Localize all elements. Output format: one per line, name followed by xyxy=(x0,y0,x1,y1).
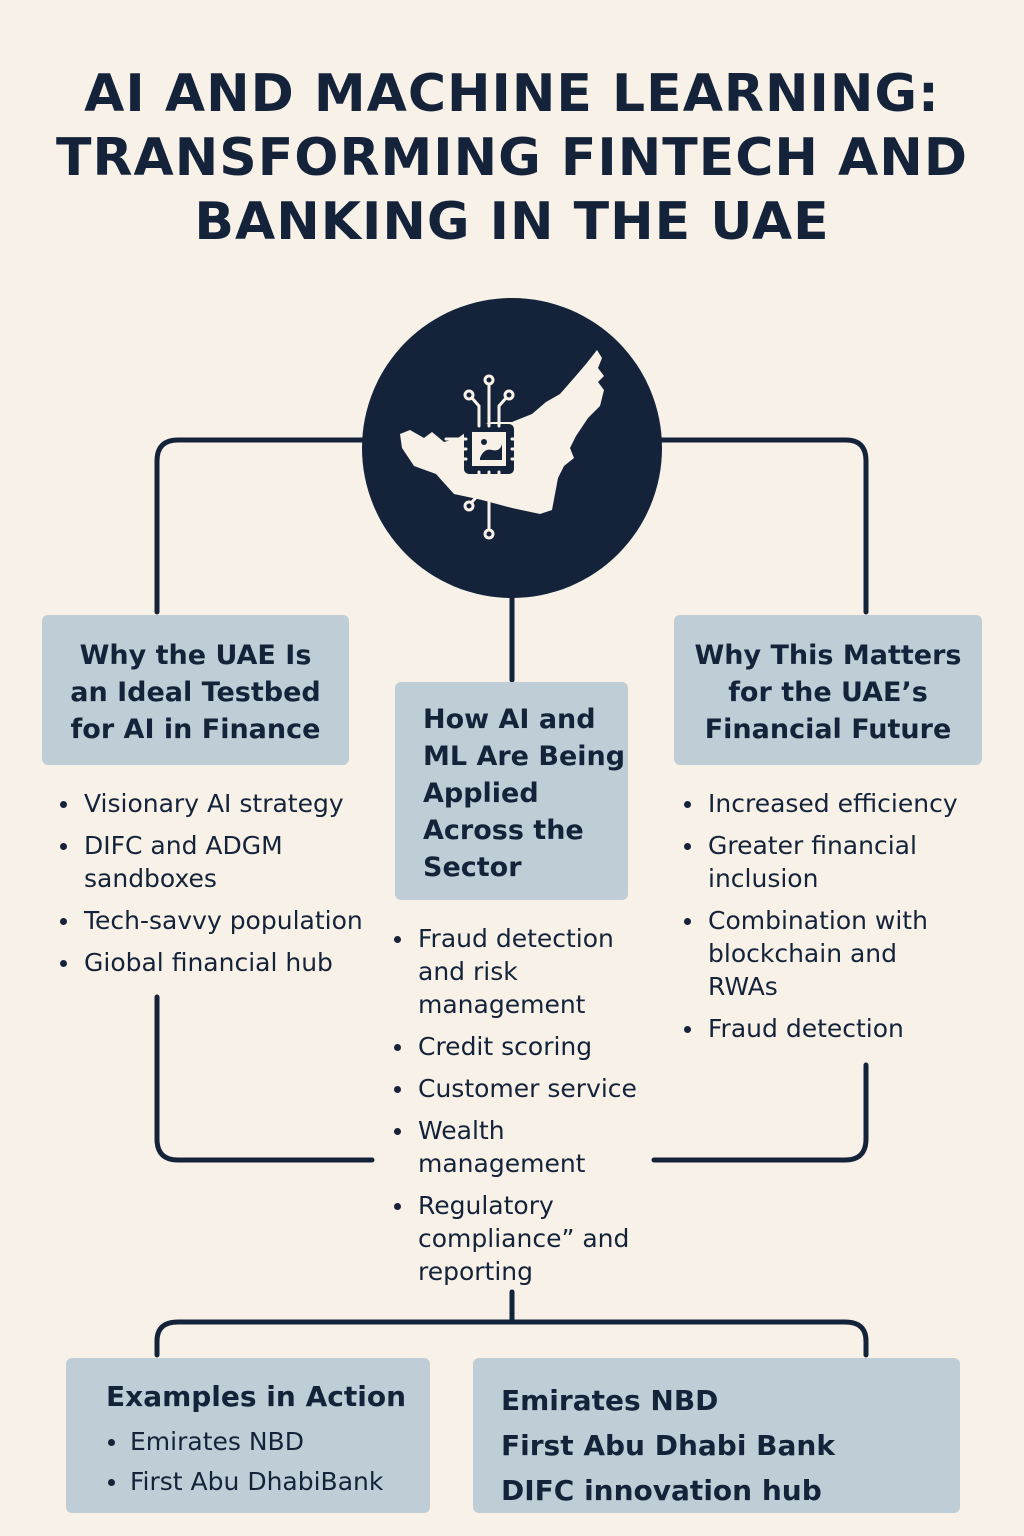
title-line-3: BANKING IN THE UAE xyxy=(194,192,830,252)
bullet-list-why-uae: Visionary AI strategy DIFC and ADGM sand… xyxy=(58,787,378,988)
connector-hub-to-left xyxy=(154,437,367,615)
list-item: Customer service xyxy=(392,1072,652,1105)
page-title: AI AND MACHINE LEARNING: TRANSFORMING FI… xyxy=(0,62,1024,254)
section-box-organizations: Emirates NBD First Abu Dhabi Bank DIFC i… xyxy=(473,1358,960,1513)
org-item: DIFC innovation hub xyxy=(501,1474,822,1507)
uae-map-with-ai-chip-icon xyxy=(400,350,604,540)
heading-line: Applied xyxy=(423,778,539,809)
title-line-2: TRANSFORMING FINTECH AND xyxy=(56,128,968,188)
list-item: Tech-savvy population xyxy=(58,904,378,937)
section-box-how-ai-applied: How AI and ML Are Being Applied Across t… xyxy=(395,682,628,900)
connector-right-to-bottom xyxy=(651,1062,869,1163)
list-item: Emirates NBD xyxy=(106,1422,430,1462)
heading-line: How AI and xyxy=(423,704,596,735)
heading-line: Financial Future xyxy=(704,714,952,745)
section-box-why-uae: Why the UAE Is an Ideal Testbed for AI i… xyxy=(42,615,349,765)
connector-left-to-bottom xyxy=(154,994,375,1163)
list-item: Giobal financial hub xyxy=(58,946,378,979)
list-item: Credit scoring xyxy=(392,1030,652,1063)
org-item: Emirates NBD xyxy=(501,1384,719,1417)
bullet-list-why-matters: Increased efficiency Greater financial i… xyxy=(682,787,982,1054)
section-box-examples: Examples in Action Emirates NBD First Ab… xyxy=(66,1358,430,1513)
hub-circle xyxy=(362,298,662,598)
heading-line: Why This Matters xyxy=(694,640,962,671)
section-heading-why-uae: Why the UAE Is an Ideal Testbed for AI i… xyxy=(42,637,349,748)
connector-bottom-bar xyxy=(154,1319,869,1358)
section-heading-why-matters: Why This Matters for the UAE’s Financial… xyxy=(674,637,982,748)
examples-list: Emirates NBD First Abu DhabiBank xyxy=(106,1422,430,1502)
list-item: Combination with blockchain and RWAs xyxy=(682,904,942,1003)
heading-line: an Ideal Testbed xyxy=(70,677,321,708)
list-item: DIFC and ADGM sandboxes xyxy=(58,829,298,895)
list-item: Fraud detection and risk management xyxy=(392,922,622,1021)
connector-hub-to-right xyxy=(657,437,869,615)
list-item: First Abu DhabiBank xyxy=(106,1462,430,1502)
heading-line: Why the UAE Is xyxy=(79,640,312,671)
section-heading-how-ai-applied: How AI and ML Are Being Applied Across t… xyxy=(423,701,628,886)
title-line-1: AI AND MACHINE LEARNING: xyxy=(84,64,940,124)
list-item: Wealth management xyxy=(392,1114,592,1180)
section-box-why-matters: Why This Matters for the UAE’s Financial… xyxy=(674,615,982,765)
list-item: Visionary AI strategy xyxy=(58,787,378,820)
heading-line: ML Are Being xyxy=(423,741,626,772)
list-item: Fraud detection xyxy=(682,1012,982,1045)
org-item: First Abu Dhabi Bank xyxy=(501,1429,835,1462)
list-item: Regulatory complianceˮ and reporting xyxy=(392,1189,642,1288)
heading-line: for AI in Finance xyxy=(70,714,321,745)
heading-line: Across the xyxy=(423,815,584,846)
bullet-list-how-ai-applied: Fraud detection and risk management Cred… xyxy=(392,922,652,1297)
heading-line: for the UAE’s xyxy=(728,677,928,708)
heading-line: Sector xyxy=(423,852,522,883)
list-item: Increased efficiency xyxy=(682,787,982,820)
examples-title: Examples in Action xyxy=(106,1380,407,1413)
list-item: Greater financial inclusion xyxy=(682,829,922,895)
